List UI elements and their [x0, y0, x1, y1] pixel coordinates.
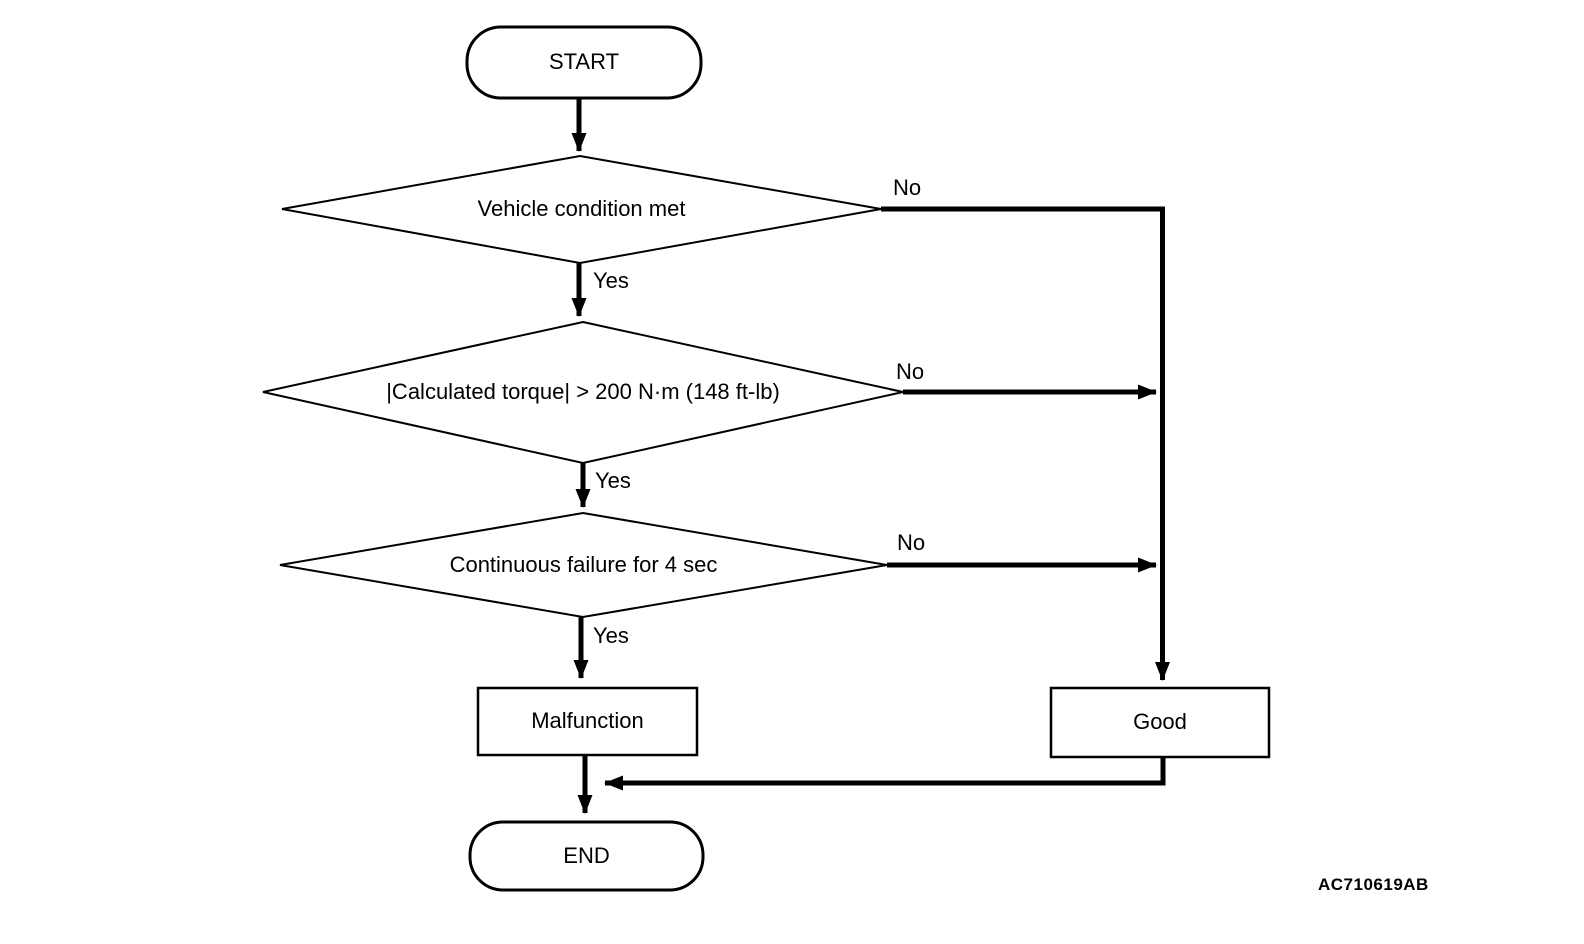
edge-decision1-no-trunk-to-good — [881, 206, 1170, 681]
start-terminator-shape — [465, 25, 703, 100]
decision1-label: Vehicle condition met — [477, 196, 686, 222]
figure-id-code: AC710619AB — [1318, 875, 1429, 894]
end-node-label: END — [563, 842, 610, 868]
decision1-yes-label: Yes — [593, 268, 629, 293]
malfunction-node-label: Malfunction — [531, 708, 644, 734]
decision3-no-label: No — [897, 530, 926, 555]
good-process-shape — [1049, 686, 1271, 759]
start-node-label: START — [548, 49, 620, 75]
end-terminator-shape — [468, 820, 705, 892]
decision3-yes-label: Yes — [593, 623, 629, 648]
decision2-label: |Calculated torque| > 200 N·m (148 ft-lb… — [386, 379, 780, 405]
decision3-label: Continuous failure for 4 sec — [449, 551, 718, 577]
edge-good-to-join — [604, 757, 1166, 791]
malfunction-process-shape — [476, 686, 699, 757]
decision2-no-label: No — [896, 359, 925, 384]
good-node-label: Good — [1133, 709, 1187, 735]
decision2-yes-label: Yes — [595, 468, 631, 493]
decision1-no-label: No — [893, 175, 922, 200]
